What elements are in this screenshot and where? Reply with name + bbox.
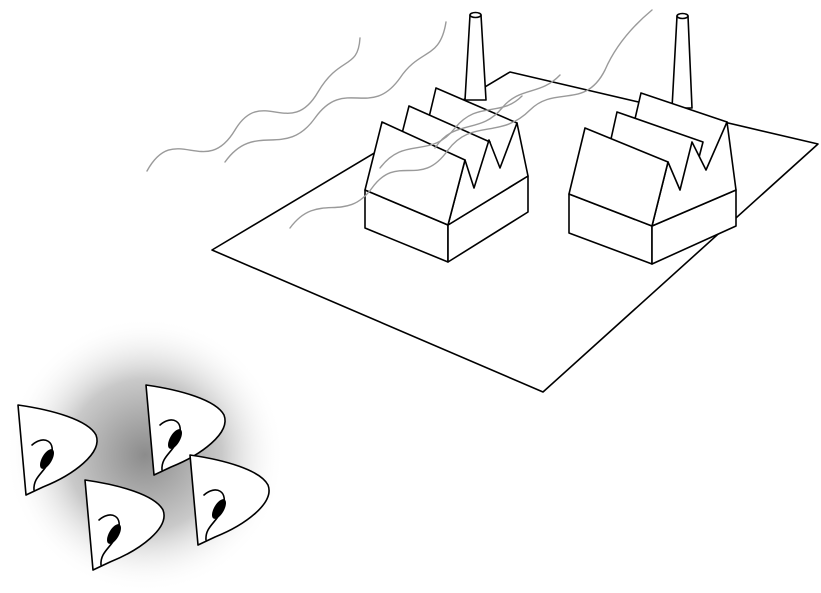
smoke-icon (146, 9, 653, 229)
factory-right-icon (568, 92, 737, 265)
ear-icon (84, 479, 165, 571)
chimney-left-icon (464, 11, 487, 101)
ear-icon (17, 404, 98, 496)
factory-left-icon (364, 87, 529, 263)
ear-icon (145, 384, 226, 476)
chimney-right-icon (671, 12, 693, 109)
ground-plate (211, 71, 819, 393)
ear-icon (189, 454, 270, 546)
